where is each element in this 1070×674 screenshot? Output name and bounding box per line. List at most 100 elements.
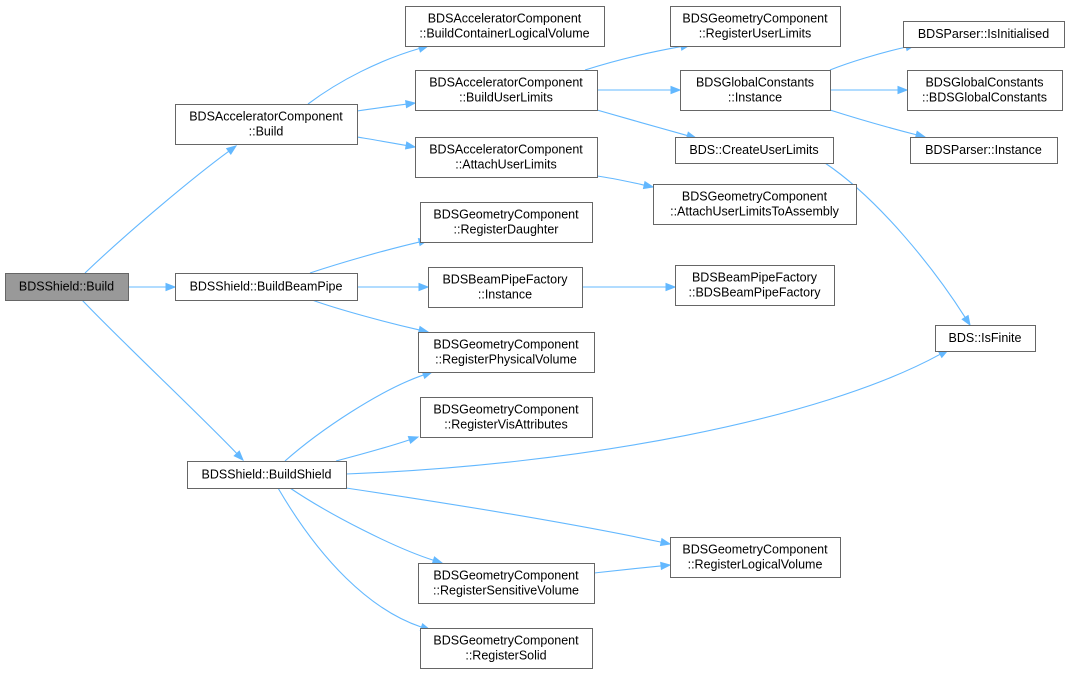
node-label: ::BDSGlobalConstants xyxy=(922,91,1047,105)
node-acc-attachuserlimits[interactable]: BDSAcceleratorComponent::AttachUserLimit… xyxy=(415,137,598,178)
node-label: BDSShield::Build xyxy=(19,280,114,294)
node-label: BDSParser::IsInitialised xyxy=(918,27,1049,41)
node-label: BDS::CreateUserLimits xyxy=(689,143,818,157)
arrow-head-icon xyxy=(642,180,655,190)
edge-line xyxy=(596,175,645,186)
node-parser-isinitialised[interactable]: BDSParser::IsInitialised xyxy=(903,21,1065,48)
edge-line xyxy=(593,565,662,574)
call-graph-edges xyxy=(81,42,971,632)
edge-shield_buildshield-to-geo_registersolid xyxy=(277,487,432,632)
node-geo-attachtoassembly[interactable]: BDSGeometryComponent::AttachUserLimitsTo… xyxy=(653,184,857,225)
edge-line xyxy=(284,374,424,462)
node-geo-registerlogical[interactable]: BDSGeometryComponent::RegisterLogicalVol… xyxy=(670,537,841,578)
node-label: BDSGeometryComponent xyxy=(682,190,828,204)
edge-acc_attachuserlimits-to-geo_attachtoassembly xyxy=(596,175,655,190)
node-label: BDSAcceleratorComponent xyxy=(429,143,583,157)
node-geo-registerdaughter[interactable]: BDSGeometryComponent::RegisterDaughter xyxy=(420,202,593,243)
node-box xyxy=(680,70,831,111)
arrow-head-icon xyxy=(431,556,444,565)
arrow-head-icon xyxy=(897,85,909,95)
arrow-head-icon xyxy=(670,85,682,95)
node-box xyxy=(653,184,857,225)
arrow-head-icon xyxy=(418,282,430,292)
node-label: ::RegisterSensitiveVolume xyxy=(433,584,579,598)
node-box xyxy=(675,137,834,164)
node-box xyxy=(175,104,358,145)
node-acc-builduserlimits[interactable]: BDSAcceleratorComponent::BuildUserLimits xyxy=(415,70,598,111)
edge-acc_builduserlimits-to-geo_registeruserlimits xyxy=(584,42,692,71)
node-box xyxy=(428,267,583,308)
node-geo-registersensitive[interactable]: BDSGeometryComponent::RegisterSensitiveV… xyxy=(418,563,595,604)
node-label: BDSShield::BuildBeamPipe xyxy=(190,280,343,294)
edge-bds_createuserlimits-to-bds_isfinite xyxy=(824,162,971,327)
edge-line xyxy=(309,241,420,274)
node-geo-registervis[interactable]: BDSGeometryComponent::RegisterVisAttribu… xyxy=(420,397,593,438)
edge-line xyxy=(829,109,917,136)
edge-line xyxy=(356,103,407,112)
node-bds-createuserlimits[interactable]: BDS::CreateUserLimits xyxy=(675,137,834,164)
edge-acc_build-to-acc_builduserlimits xyxy=(356,100,417,112)
arrow-head-icon xyxy=(404,141,417,150)
node-label: BDSAcceleratorComponent xyxy=(189,110,343,124)
node-geo-registeruserlimits[interactable]: BDSGeometryComponent::RegisterUserLimits xyxy=(670,6,841,47)
edge-shield_buildbeampipe-to-bpf_instance xyxy=(357,282,430,292)
edge-line xyxy=(584,46,682,71)
edge-line xyxy=(307,47,420,105)
arrow-head-icon xyxy=(225,145,238,156)
node-box xyxy=(670,537,841,578)
node-label: ::BDSBeamPipeFactory xyxy=(689,286,822,300)
node-shield-build[interactable]: BDSShield::Build xyxy=(5,273,129,301)
edge-line xyxy=(345,353,941,475)
node-bds-isfinite[interactable]: BDS::IsFinite xyxy=(935,325,1036,352)
arrow-head-icon xyxy=(407,435,420,445)
edge-shield_buildshield-to-geo_registerphysical xyxy=(284,371,434,462)
node-label: BDSGeometryComponent xyxy=(682,543,828,557)
arrow-head-icon xyxy=(233,450,244,461)
node-label: ::AttachUserLimitsToAssembly xyxy=(670,205,840,219)
node-label: BDSGeometryComponent xyxy=(433,208,579,222)
node-box xyxy=(935,325,1036,352)
node-acc-buildcontainer[interactable]: BDSAcceleratorComponent::BuildContainerL… xyxy=(405,6,605,47)
edge-line xyxy=(345,487,662,543)
edge-line xyxy=(335,439,410,462)
node-shield-buildbeampipe[interactable]: BDSShield::BuildBeamPipe xyxy=(175,273,358,301)
node-shield-buildshield[interactable]: BDSShield::BuildShield xyxy=(187,461,347,489)
node-label: BDSBeamPipeFactory xyxy=(442,273,568,287)
edge-line xyxy=(829,46,907,71)
node-box xyxy=(903,21,1065,48)
edge-geo_registersensitive-to-geo_registerlogical xyxy=(593,561,672,574)
node-acc-build[interactable]: BDSAcceleratorComponent::Build xyxy=(175,104,358,145)
edge-line xyxy=(596,109,688,137)
node-parser-instance[interactable]: BDSParser::Instance xyxy=(910,137,1058,164)
node-label: ::RegisterDaughter xyxy=(454,223,559,237)
node-label: ::RegisterSolid xyxy=(465,649,546,663)
node-label: ::BuildUserLimits xyxy=(459,91,553,105)
node-glob-instance[interactable]: BDSGlobalConstants::Instance xyxy=(680,70,831,111)
edge-line xyxy=(84,150,230,274)
node-label: BDSGlobalConstants xyxy=(925,76,1043,90)
node-box xyxy=(418,563,595,604)
edge-line xyxy=(356,136,407,146)
edge-shield_build-to-shield_buildshield xyxy=(81,299,244,461)
arrow-head-icon xyxy=(659,537,672,547)
node-geo-registerphysical[interactable]: BDSGeometryComponent::RegisterPhysicalVo… xyxy=(418,332,595,373)
edge-glob_instance-to-glob_ctor xyxy=(830,85,909,95)
node-box xyxy=(415,137,598,178)
node-box xyxy=(405,6,605,47)
arrow-head-icon xyxy=(660,561,672,571)
node-geo-registersolid[interactable]: BDSGeometryComponent::RegisterSolid xyxy=(420,628,593,669)
node-label: BDSGeometryComponent xyxy=(433,569,579,583)
node-label: BDSAcceleratorComponent xyxy=(429,76,583,90)
node-glob-ctor[interactable]: BDSGlobalConstants::BDSGlobalConstants xyxy=(907,70,1063,111)
arrow-head-icon xyxy=(165,282,177,292)
node-label: ::Instance xyxy=(728,91,782,105)
node-label: ::RegisterLogicalVolume xyxy=(688,558,823,572)
node-bpf-instance[interactable]: BDSBeamPipeFactory::Instance xyxy=(428,267,583,308)
node-box xyxy=(415,70,598,111)
edge-shield_buildbeampipe-to-geo_registerphysical xyxy=(311,299,430,334)
node-box xyxy=(675,265,835,306)
node-bpf-ctor[interactable]: BDSBeamPipeFactory::BDSBeamPipeFactory xyxy=(675,265,835,306)
edge-shield_buildshield-to-geo_registerlogical xyxy=(345,487,672,547)
edge-line xyxy=(277,487,422,628)
edge-line xyxy=(289,487,434,561)
